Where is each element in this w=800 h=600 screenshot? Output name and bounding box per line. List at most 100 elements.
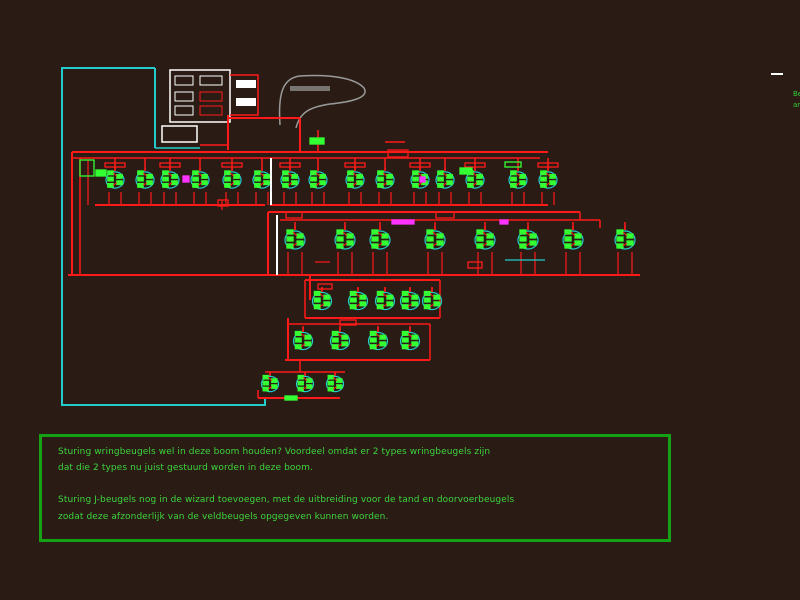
diagram-rect-214: [285, 211, 303, 219]
diagram-rect-382: [294, 337, 302, 343]
diagram-rect-297: [574, 240, 582, 246]
diagram-rect-117: [347, 182, 354, 188]
diagram-line-133: [382, 172, 388, 177]
diagram-ellipse-268: [474, 230, 496, 250]
diagram-line-96: [287, 182, 293, 186]
diagram-ellipse-177: [508, 171, 528, 189]
diagram-line-299: [570, 242, 576, 247]
diagram-line-407: [375, 343, 381, 348]
diagram-line-238: [342, 231, 348, 237]
diagram-rect-434: [297, 374, 304, 380]
diagram-line-33: [142, 172, 148, 177]
diagram-rect-329: [323, 294, 331, 300]
diagram-ellipse-64: [222, 171, 242, 189]
diagram-rect-29: [137, 176, 144, 182]
diagram-rect-404: [379, 334, 387, 340]
diagram-line-84: [259, 182, 265, 186]
diagram-line-146: [417, 182, 423, 186]
diagram-line-145: [417, 172, 423, 177]
diagram-ellipse-39: [160, 171, 180, 189]
note-line-3: Sturing J-beugels nog in de wizard toevo…: [58, 495, 515, 505]
diagram-rect-42: [162, 182, 169, 188]
legend-mark: [771, 73, 783, 75]
diagram-rect-257: [426, 229, 434, 235]
diagram-line-196: [545, 182, 551, 186]
diagram-rect-366: [423, 290, 431, 296]
diagram-ellipse-355: [399, 291, 421, 311]
diagram-rect-338: [349, 304, 357, 310]
diagram-line-387: [300, 343, 306, 348]
diagram-ellipse-139: [410, 171, 430, 189]
diagram-rect-337: [349, 297, 357, 303]
diagram-line-171: [472, 182, 478, 186]
diagram-ellipse-380: [292, 331, 314, 351]
diagram-rect-383: [294, 344, 302, 350]
diagram-rect-68: [233, 173, 240, 179]
diagram-rect-118: [356, 173, 363, 179]
diagram-rect-130: [377, 182, 384, 188]
diagram-rect-447: [336, 378, 343, 383]
diagram-rect-405: [379, 341, 387, 347]
diagram-ellipse-390: [329, 331, 351, 351]
diagram-line-371: [429, 293, 435, 298]
diagram-rect-140: [412, 170, 419, 176]
diagram-line-134: [382, 182, 388, 186]
diagram-rect-142: [412, 182, 419, 188]
diagram-rect-446: [327, 386, 334, 392]
diagram-rect-293: [564, 229, 572, 235]
diagram-rect-202: [95, 169, 107, 177]
diagram-rect-66: [224, 176, 231, 182]
diagram-rect-81: [263, 173, 270, 179]
diagram-line-450: [332, 386, 338, 390]
diagram-rect-106: [319, 173, 326, 179]
diagram-rect-225: [296, 240, 304, 246]
diagram-rect-167: [467, 182, 474, 188]
diagram-line-351: [382, 293, 388, 298]
diagram-rect-125: [344, 162, 366, 168]
diagram-rect-222: [286, 236, 294, 242]
diagram-line-95: [287, 172, 293, 177]
diagram-rect-246: [371, 236, 379, 242]
diagram-rect-32: [146, 180, 153, 186]
diagram-line-386: [300, 333, 306, 338]
diagram-ellipse-114: [345, 171, 365, 189]
diagram-rect-391: [331, 330, 339, 336]
diagram-rect-260: [436, 233, 444, 239]
diagram-ellipse-127: [375, 171, 395, 189]
diagram-rect-322: [317, 283, 333, 290]
diagram-line-429: [267, 376, 273, 381]
diagram-rect-426: [262, 386, 269, 392]
diagram-rect-191: [540, 176, 547, 182]
diagram-rect-55: [192, 182, 199, 188]
diagram-line-120: [352, 172, 358, 177]
diagram-rect-82: [263, 180, 270, 186]
diagram-line-109: [315, 182, 321, 186]
diagram-rect-178: [510, 170, 517, 176]
grey-loop: [278, 74, 366, 129]
diagram-rect-444: [327, 374, 334, 380]
diagram-rect-403: [369, 344, 377, 350]
diagram-line-59: [197, 182, 203, 186]
diagram-rect-378: [339, 319, 357, 326]
diagram-rect-284: [529, 233, 537, 239]
diagram-ellipse-89: [280, 171, 300, 189]
diagram-rect-5: [387, 149, 409, 158]
diagram-rect-53: [192, 170, 199, 176]
diagram-rect-217: [499, 219, 509, 225]
diagram-rect-437: [306, 378, 313, 383]
diagram-ellipse-335: [347, 291, 369, 311]
diagram-rect-438: [306, 384, 313, 389]
diagram-rect-307: [616, 243, 624, 249]
diagram-line-286: [525, 231, 531, 237]
diagram-line-396: [337, 333, 343, 338]
diagram-rect-326: [313, 290, 321, 296]
diagram-ellipse-433: [295, 375, 315, 393]
note-box: Sturing wringbeugels wel in deze boom ho…: [39, 434, 671, 542]
diagram-ellipse-27: [135, 171, 155, 189]
diagram-rect-107: [319, 180, 326, 186]
diagram-line-108: [315, 172, 321, 177]
diagram-rect-80: [254, 182, 261, 188]
diagram-ellipse-164: [465, 171, 485, 189]
diagram-rect-381: [294, 330, 302, 336]
diagram-rect-194: [549, 180, 556, 186]
